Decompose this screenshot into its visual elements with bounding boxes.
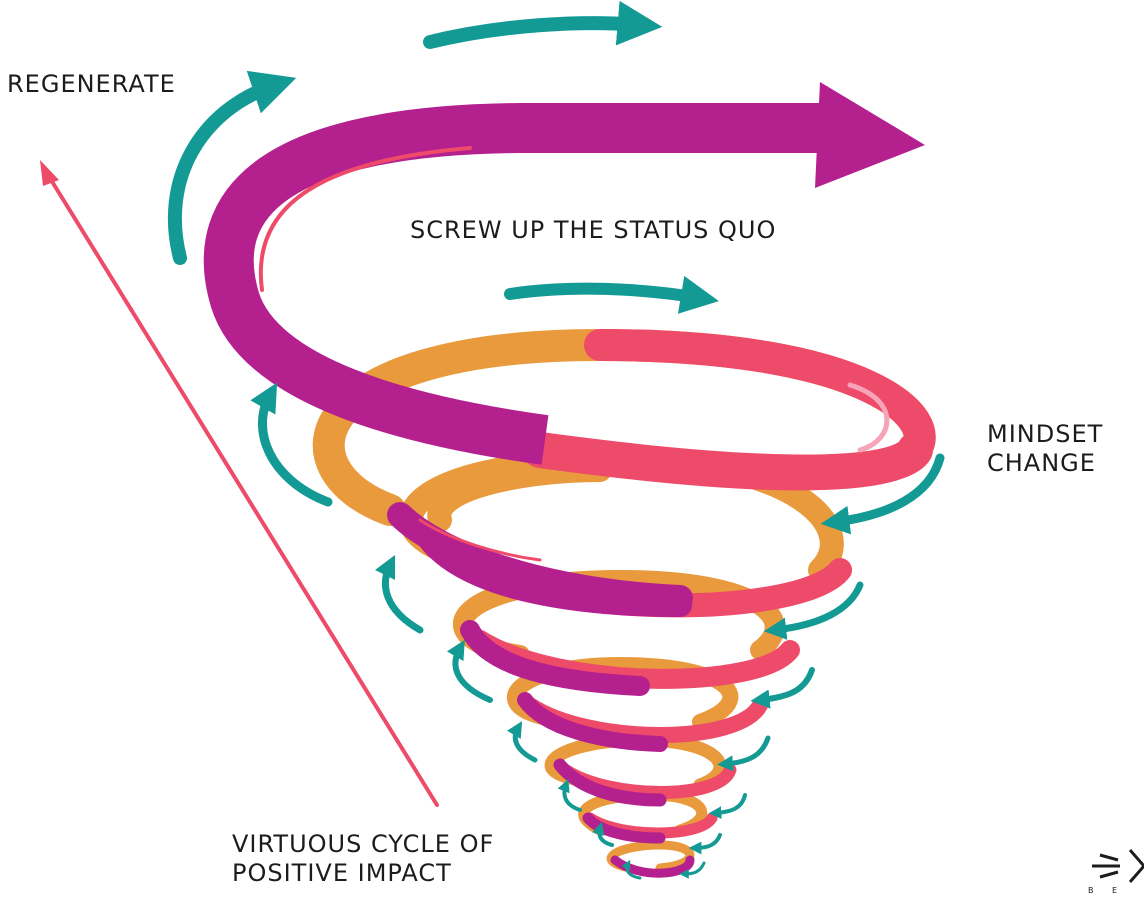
label-mindset-line2: CHANGE [987,448,1096,477]
teal-flow-arrows [167,0,945,880]
brand-logo: B E [1088,849,1144,895]
label-virtuous-line1: VIRTUOUS CYCLE OF [232,830,495,858]
label-screw-up-the-status-quo: SCREW UP THE STATUS QUO [410,216,777,244]
logo-letters: B E [1088,886,1125,895]
label-virtuous-cycle: VIRTUOUS CYCLE OF POSITIVE IMPACT [232,830,494,888]
growth-arrow-line [46,173,439,807]
growth-arrow-head [40,160,59,186]
label-mindset-line1: MINDSET [987,420,1104,448]
label-virtuous-line2: POSITIVE IMPACT [232,858,452,887]
spiral-rings [203,82,936,878]
label-mindset-change: MINDSET CHANGE [987,420,1103,478]
label-regenerate: REGENERATE [7,70,176,98]
